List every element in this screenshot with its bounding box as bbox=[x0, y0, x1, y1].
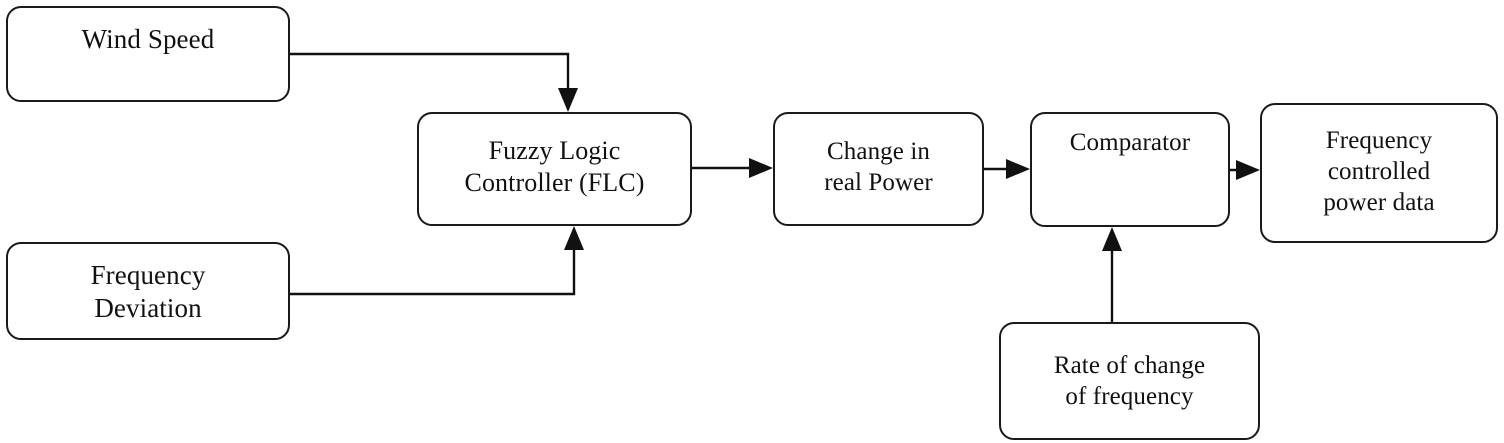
edge-wind-speed-to-flc bbox=[290, 52, 578, 112]
node-frequency-controlled-power-data[interactable]: Frequency controlled power data bbox=[1260, 103, 1498, 243]
arrowhead-up bbox=[1102, 227, 1122, 251]
node-change-in-real-power-label: Change in real Power bbox=[824, 138, 933, 196]
arrowhead-right bbox=[1236, 160, 1260, 180]
node-wind-speed[interactable]: Wind Speed bbox=[6, 6, 290, 102]
edge-frequency-deviation-to-flc bbox=[290, 226, 584, 296]
node-comparator[interactable]: Comparator bbox=[1030, 112, 1230, 227]
node-fuzzy-logic-controller[interactable]: Fuzzy Logic Controller (FLC) bbox=[417, 112, 692, 226]
node-frequency-deviation-label: Frequency Deviation bbox=[90, 259, 206, 323]
node-wind-speed-label: Wind Speed bbox=[81, 24, 215, 55]
node-comparator-label: Comparator bbox=[1069, 129, 1191, 156]
edge-change-real-power-to-comparator bbox=[984, 159, 1030, 179]
edge-comparator-to-frequency-controlled bbox=[1230, 160, 1260, 180]
node-fuzzy-logic-controller-label: Fuzzy Logic Controller (FLC) bbox=[464, 135, 645, 197]
edge-rate-of-change-to-comparator bbox=[1102, 227, 1122, 322]
arrowhead-right bbox=[1006, 159, 1030, 179]
arrowhead-right bbox=[749, 158, 773, 178]
node-rate-of-change-of-frequency[interactable]: Rate of change of frequency bbox=[999, 322, 1260, 440]
edge-flc-to-change-real-power bbox=[692, 158, 773, 178]
node-frequency-deviation[interactable]: Frequency Deviation bbox=[6, 242, 290, 340]
node-change-in-real-power[interactable]: Change in real Power bbox=[773, 112, 984, 226]
arrowhead-down bbox=[558, 88, 578, 112]
arrowhead-up bbox=[564, 226, 584, 250]
node-frequency-controlled-power-data-label: Frequency controlled power data bbox=[1323, 126, 1435, 216]
node-rate-of-change-of-frequency-label: Rate of change of frequency bbox=[1053, 352, 1206, 410]
